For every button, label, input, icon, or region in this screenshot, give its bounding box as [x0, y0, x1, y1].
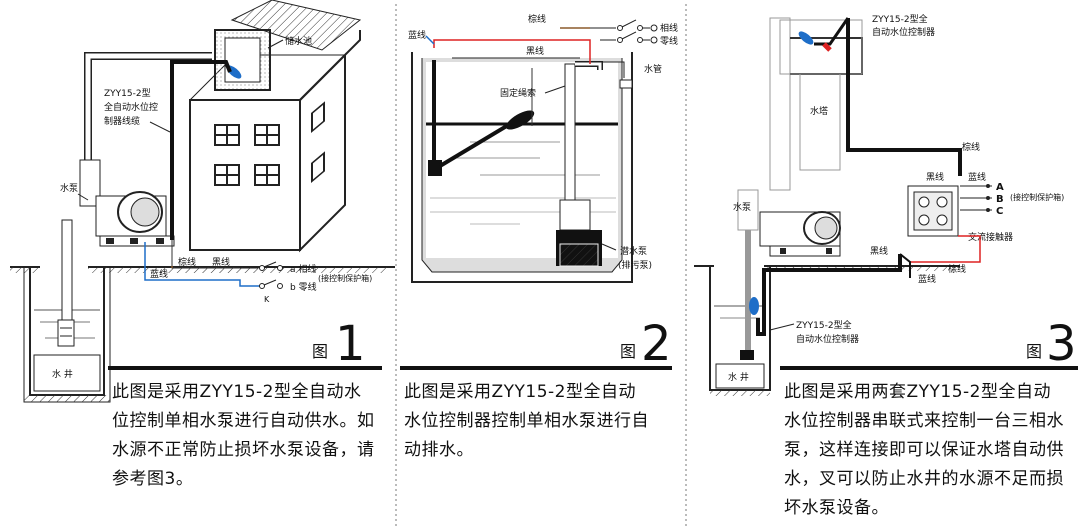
panel1-diagram: 水 井 水泵 — [10, 0, 395, 403]
panel1-well-label: 水 井 — [52, 368, 73, 380]
panel3-black-b-label: 黑线 — [870, 245, 888, 257]
panel2-black-label: 黑线 — [526, 45, 544, 57]
panel3-blue-b-label: 蓝线 — [918, 273, 936, 285]
panel2-caption-line: 动排水。 — [404, 440, 474, 460]
panel2-pump-label-b: (排污泵) — [618, 259, 652, 271]
panel2-caption-line: 此图是采用ZYY15-2型全自动 — [404, 382, 636, 402]
panel3-c-label: C — [996, 206, 1003, 217]
panel3-blue-label: 蓝线 — [968, 171, 986, 183]
panel1-phase-label: a 相线 — [290, 263, 316, 275]
panel1-caption-line: 参考图3。 — [112, 469, 194, 489]
panel3-pump-label: 水泵 — [733, 201, 751, 213]
panel2-fig-word: 图 — [620, 342, 636, 361]
panel1-tank-label: 储水池 — [285, 35, 312, 47]
panel3-caption-line: 坏水泵设备。 — [784, 498, 889, 518]
panel1-neutral-label: b 零线 — [290, 281, 317, 293]
panel3-a-label: A — [996, 182, 1004, 193]
panel2-fig-num: 2 — [641, 316, 672, 372]
panel3-caption-line: 水位控制器串联式来控制一台三相水 — [784, 411, 1064, 431]
panel3-tower-label: 水塔 — [810, 105, 828, 117]
panel2-rope-label: 固定绳索 — [500, 87, 536, 99]
panel2-caption: 此图是采用ZYY15-2型全自动 水位控制器控制单相水泵进行自 动排水。 — [404, 378, 680, 465]
panel3-brown-r-label: 棕线 — [962, 141, 980, 153]
panel3-caption-line: 水，叉可以防止水井的水源不足而损 — [784, 469, 1064, 489]
panel3-brown-b-label: 棕线 — [948, 263, 966, 275]
panel2-diagram: 水管 潜水泵 (排污泵) 固定绳索 蓝线 黑线 棕线 相线 — [400, 13, 678, 372]
panel1-box-label: (接控制保护箱) — [318, 273, 372, 283]
panel1-ctrl-label-b: 全自动水位控 — [104, 101, 158, 113]
panel3-contactor-label: 交流接触器 — [968, 231, 1013, 243]
panel1-caption-line: 位控制单相水泵进行自动供水。如 — [112, 411, 375, 431]
panel1-ctrl-label-c: 制器线缆 — [104, 115, 140, 127]
panel1-pump-label: 水泵 — [60, 182, 78, 194]
panel1-blue-label: 蓝线 — [150, 268, 168, 280]
panel3-ctrl-top-b: 自动水位控制器 — [872, 26, 935, 38]
panel2-pump-label-a: 潜水泵 — [620, 245, 647, 257]
panel2-blue-label: 蓝线 — [408, 29, 426, 41]
panel2-brown-label: 棕线 — [528, 13, 546, 25]
panel3-ctrl-bot-a: ZYY15-2型全 — [796, 319, 852, 331]
panel3-black-label: 黑线 — [926, 171, 944, 183]
panel1-black-label: 黑线 — [212, 256, 230, 268]
panel1-caption-line: 此图是采用ZYY15-2型全自动水 — [112, 382, 362, 402]
panel3-caption-line: 泵，这样连接即可以保证水塔自动供 — [784, 440, 1064, 460]
panel1-fig-num: 1 — [335, 316, 366, 372]
panel2-pipe-label: 水管 — [644, 63, 662, 75]
panel1-caption-line: 水源不正常防止损坏水泵设备，请 — [112, 440, 375, 460]
panel3-fig-num: 3 — [1046, 316, 1077, 372]
panel2-phase-label: 相线 — [660, 22, 678, 34]
panel1-ctrl-label-a: ZYY15-2型 — [104, 88, 151, 99]
panel2-caption-line: 水位控制器控制单相水泵进行自 — [404, 411, 649, 431]
panel3-b-label: B — [996, 194, 1004, 205]
building — [189, 0, 362, 253]
panel3-fig-word: 图 — [1026, 342, 1042, 361]
panel3-caption-line: 此图是采用两套ZYY15-2型全自动 — [784, 382, 1051, 402]
panel2-neutral-label: 零线 — [660, 35, 678, 47]
panel3-ctrl-bot-b: 自动水位控制器 — [796, 333, 859, 345]
panel1-brown-label: 棕线 — [178, 256, 196, 268]
panel1-fig-word: 图 — [312, 342, 328, 361]
panel3-well-label: 水 井 — [728, 371, 749, 383]
panel3-diagram: 水塔 ZYY15-2型全 自动水位控制器 棕线 水 井 水泵 — [694, 13, 1078, 396]
panel3-ctrl-top-a: ZYY15-2型全 — [872, 13, 928, 25]
panel1-caption: 此图是采用ZYY15-2型全自动水 位控制单相水泵进行自动供水。如 水源不正常防… — [112, 378, 392, 494]
panel1-k-label: K — [264, 295, 270, 304]
panel3-box-label: (接控制保护箱) — [1010, 192, 1064, 202]
panel3-caption: 此图是采用两套ZYY15-2型全自动 水位控制器串联式来控制一台三相水 泵，这样… — [784, 378, 1082, 523]
